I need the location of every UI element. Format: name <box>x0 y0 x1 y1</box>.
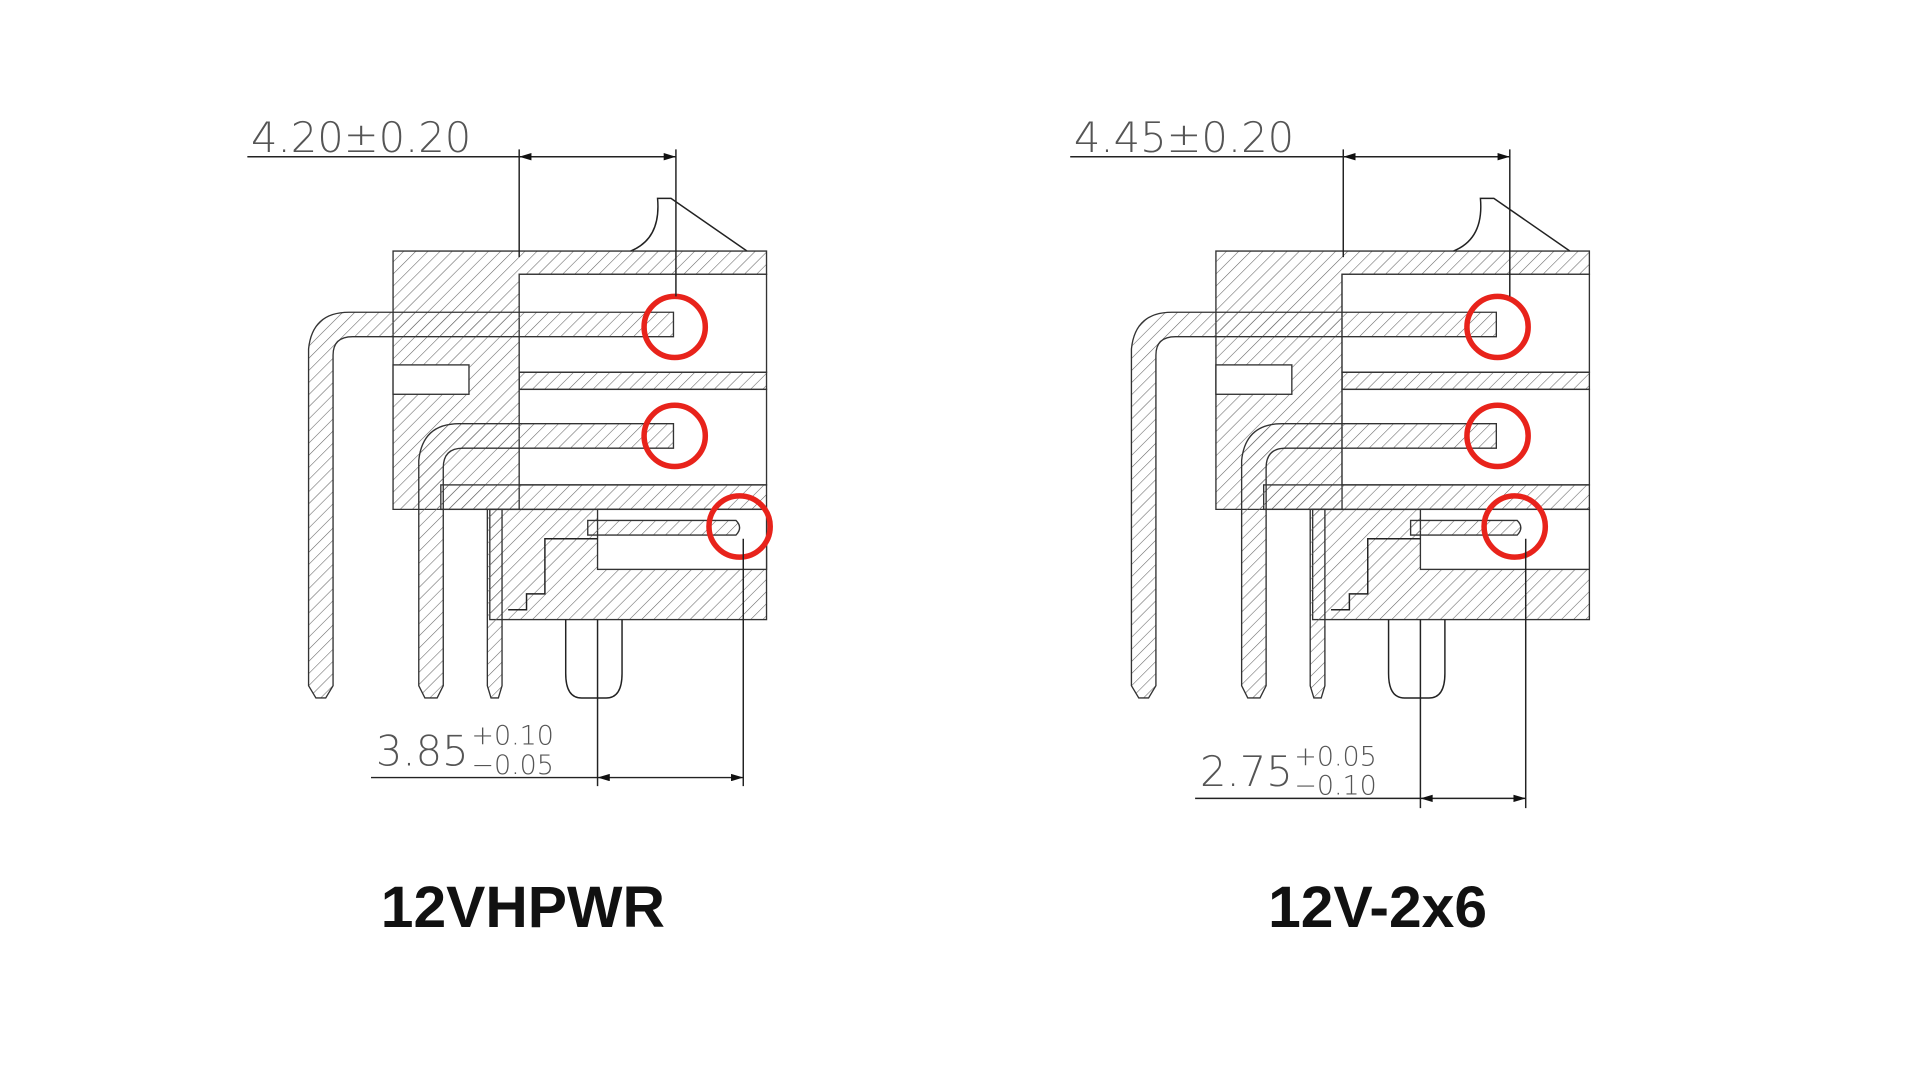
pin-3-contact <box>587 519 741 536</box>
connector-title: 12V-2x6 <box>1268 875 1487 940</box>
connector-cross-section <box>1130 197 1591 699</box>
latch <box>630 197 748 252</box>
pin-3-contact <box>1409 519 1522 536</box>
bottom-dimension-lower-tolerance: −0.10 <box>1294 771 1377 802</box>
pin-2 <box>418 423 675 699</box>
top-dimension: 4.20±0.20 <box>247 113 677 297</box>
pin-3 <box>486 508 503 699</box>
bottom-dimension-nominal: 2.75 <box>1200 747 1293 796</box>
pin-1 <box>307 311 675 699</box>
peg <box>564 619 623 699</box>
pin-2 <box>1240 423 1497 699</box>
bottom-dimension: 3.85 +0.10 −0.05 <box>371 538 744 787</box>
top-dimension-label: 4.45±0.20 <box>1074 113 1294 162</box>
connector-12v-2x6: 4.45±0.20 2.75 +0.05 −0.10 12V-2x6 <box>1070 113 1591 940</box>
housing-rib <box>518 371 768 391</box>
highlight-circle <box>1464 402 1531 470</box>
highlight-circle <box>1481 493 1549 560</box>
housing-cavity <box>392 364 470 395</box>
housing-step <box>1331 538 1421 611</box>
pin-1 <box>1130 311 1497 699</box>
housing-slot <box>1419 508 1591 571</box>
housing-rib <box>1341 371 1591 391</box>
bottom-dimension-upper-tolerance: +0.10 <box>471 720 554 751</box>
highlight-circle <box>706 493 773 560</box>
connector-cross-section <box>307 197 773 699</box>
top-dimension-label: 4.20±0.20 <box>251 113 471 162</box>
top-dimension: 4.45±0.20 <box>1070 113 1511 297</box>
peg <box>1387 619 1446 699</box>
bottom-dimension-lower-tolerance: −0.05 <box>471 750 554 781</box>
housing-cavity <box>1215 364 1293 395</box>
connector-12vhpwr: 4.20±0.20 3.85 +0.10 −0.05 12VHPWR <box>247 113 773 940</box>
bottom-dimension-nominal: 3.85 <box>376 726 469 775</box>
latch <box>1453 197 1571 252</box>
bottom-dimension-upper-tolerance: +0.05 <box>1294 741 1377 772</box>
highlight-circle <box>641 402 709 470</box>
pin-3 <box>1309 508 1326 699</box>
housing-slot <box>596 508 768 571</box>
housing-step <box>508 538 598 611</box>
connector-title: 12VHPWR <box>381 875 665 940</box>
highlight-circle <box>641 293 709 361</box>
bottom-dimension: 2.75 +0.05 −0.10 <box>1195 538 1527 809</box>
highlight-circle <box>1464 293 1531 361</box>
